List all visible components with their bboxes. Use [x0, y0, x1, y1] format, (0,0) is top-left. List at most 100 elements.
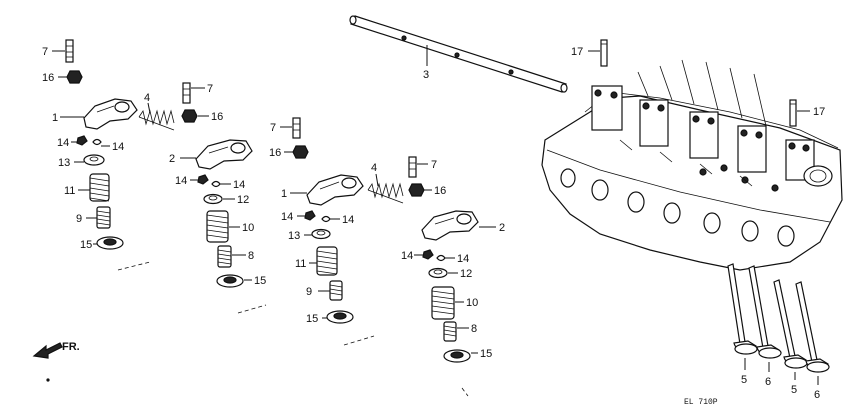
callout-6-right: 6 [814, 389, 820, 401]
spring-retainer-left [83, 154, 105, 166]
cotter-2a [197, 174, 209, 185]
outer-valve-spring-2 [206, 210, 229, 243]
callout-14-left-b: 14 [112, 141, 124, 153]
callout-12-fourth: 12 [460, 268, 472, 280]
adjusting-screw-3 [292, 117, 301, 139]
centerline-second [237, 304, 267, 314]
rocker-arm-left [83, 98, 138, 130]
front-direction-arrow [32, 342, 63, 359]
callout-12-second: 12 [237, 194, 249, 206]
callout-1-third: 1 [281, 188, 287, 200]
adjusting-screw-2 [182, 82, 191, 104]
outer-valve-spring-3 [316, 246, 338, 276]
inner-valve-spring-2 [217, 245, 232, 268]
centerline-third [343, 335, 375, 346]
spring-seat-2 [216, 274, 244, 288]
callout-5-right: 5 [791, 384, 797, 396]
valve-6-right [795, 281, 830, 373]
callout-15-left: 15 [80, 239, 92, 251]
callout-14-second-a: 14 [175, 175, 187, 187]
callout-7-left: 7 [42, 46, 48, 58]
valve-6-left [748, 265, 782, 359]
callout-17-top: 17 [571, 46, 583, 58]
callout-7-second: 7 [207, 83, 213, 95]
callout-16-left: 16 [42, 72, 54, 84]
front-direction-label: FR. [62, 341, 80, 353]
callout-14-fourth-a: 14 [401, 250, 413, 262]
callout-16-third: 16 [269, 147, 281, 159]
centerline-fourth [461, 387, 469, 397]
lock-nut-4 [408, 183, 425, 197]
cotter-2b [211, 180, 221, 188]
callout-14-third-a: 14 [281, 211, 293, 223]
rocker-spring-third [367, 182, 404, 204]
valve-5-left [727, 263, 758, 355]
callout-4-left: 4 [144, 92, 150, 104]
callout-17-right: 17 [813, 106, 825, 118]
callout-9-left: 9 [76, 213, 82, 225]
cotter-3b [321, 215, 331, 223]
rocker-shaft [349, 15, 568, 93]
lock-nut-2 [181, 109, 198, 123]
callout-10-second: 10 [242, 222, 254, 234]
callout-7-third: 7 [270, 122, 276, 134]
adjusting-screw-4 [408, 156, 417, 178]
outer-valve-spring-4 [431, 286, 455, 320]
callout-1-left: 1 [52, 112, 58, 124]
spring-seat-left [96, 236, 124, 250]
callout-11-left: 11 [64, 185, 75, 197]
stray-mark [46, 378, 50, 382]
dowel-pin-right [789, 99, 797, 127]
lock-nut-left [66, 70, 83, 84]
inner-valve-spring-left [96, 206, 111, 229]
callout-10-fourth: 10 [466, 297, 478, 309]
inner-valve-spring-3 [329, 280, 343, 301]
cotter-4a [422, 249, 434, 260]
lock-nut-3 [292, 145, 309, 159]
spring-retainer-4 [428, 267, 448, 279]
callout-11-third: 11 [295, 258, 306, 270]
callout-3: 3 [423, 69, 429, 81]
callout-8-second: 8 [248, 250, 254, 262]
callout-9-third: 9 [306, 286, 312, 298]
callout-15-fourth: 15 [480, 348, 492, 360]
adjusting-screw-left [65, 39, 74, 63]
inner-valve-spring-4 [443, 321, 457, 342]
valve-5-right [773, 279, 808, 369]
drawing-code: EL 710P [684, 398, 718, 407]
callout-6-left: 6 [765, 376, 771, 388]
spring-retainer-3 [311, 228, 331, 240]
cotter-4b [436, 254, 446, 262]
rocker-spring-left [138, 109, 175, 131]
callout-2-second: 2 [169, 153, 175, 165]
dowel-pin-top [600, 39, 608, 67]
callout-5-left: 5 [741, 374, 747, 386]
callout-15-second: 15 [254, 275, 266, 287]
callout-2-fourth: 2 [499, 222, 505, 234]
callout-14-third-b: 14 [342, 214, 354, 226]
spring-seat-4 [443, 349, 471, 363]
callout-16-second: 16 [211, 111, 223, 123]
cotter-left-2 [92, 138, 102, 146]
spring-retainer-2 [203, 193, 223, 205]
callout-4-third: 4 [371, 162, 377, 174]
callout-14-fourth-b: 14 [457, 253, 469, 265]
cotter-left-1 [76, 135, 88, 146]
cylinder-head [541, 59, 843, 271]
centerline-left [117, 261, 151, 271]
callout-14-second-b: 14 [233, 179, 245, 191]
rocker-arm-second [195, 139, 253, 170]
callout-15-third: 15 [306, 313, 318, 325]
callout-16-fourth: 16 [434, 185, 446, 197]
callout-7-fourth: 7 [431, 159, 437, 171]
spring-seat-3 [326, 310, 354, 324]
cotter-3a [304, 210, 316, 221]
outer-valve-spring-left [89, 173, 110, 202]
rocker-arm-third [306, 174, 364, 206]
callout-14-left-a: 14 [57, 137, 69, 149]
rocker-arm-fourth [421, 210, 479, 241]
callout-13-third: 13 [288, 230, 300, 242]
callout-13-left: 13 [58, 157, 70, 169]
